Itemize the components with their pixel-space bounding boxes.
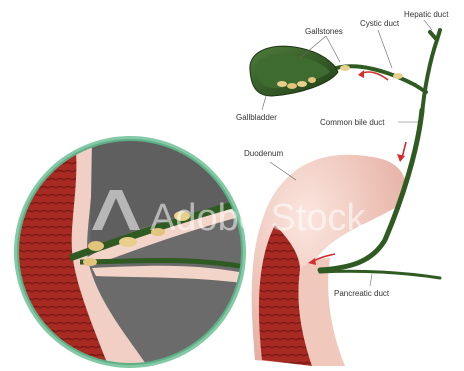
hepatic-duct (415, 30, 440, 115)
gallstone (308, 77, 316, 83)
gallstone (393, 73, 403, 79)
label-gallbladder: Gallbladder (236, 113, 277, 122)
gallstone (88, 241, 104, 251)
bile-duct-system (320, 30, 440, 278)
label-cystic-duct: Cystic duct (360, 19, 400, 28)
gallstone (277, 81, 287, 87)
label-hepatic-duct: Hepatic duct (404, 10, 449, 19)
flow-arrow-cystic-head (358, 70, 364, 78)
label-common-bile-duct: Common bile duct (320, 118, 385, 127)
gallstone (340, 65, 350, 71)
zoom-inset (10, 136, 250, 370)
label-gallstones: Gallstones (305, 27, 343, 36)
pancreatic-duct (320, 271, 440, 278)
gallstone (83, 258, 97, 266)
gallstone (297, 81, 307, 87)
label-pancreatic-duct: Pancreatic duct (334, 289, 390, 298)
watermark-text: Adobe Stock (150, 197, 366, 239)
flow-arrow-common-bile-head (397, 154, 405, 162)
gallstone (119, 237, 137, 247)
gallbladder (250, 46, 338, 96)
label-duodenum: Duodenum (244, 149, 283, 158)
gallstone (287, 83, 297, 89)
duodenum (252, 155, 406, 366)
